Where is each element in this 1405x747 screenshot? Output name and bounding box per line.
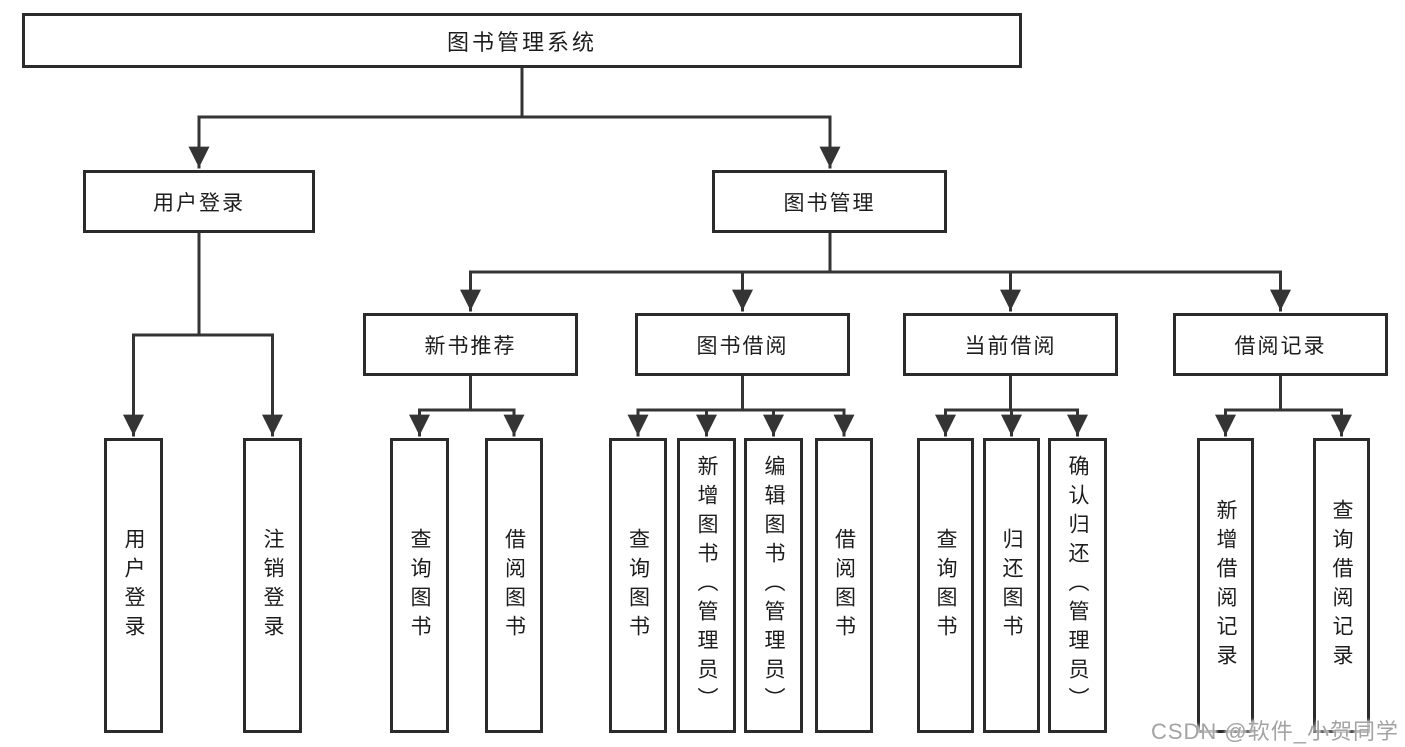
leaf-borrow-books: 借阅图书 [815,438,873,733]
node-current-borrowing: 当前借阅 [903,313,1118,376]
leaf-query-books-current: 查询图书 [917,438,974,733]
leaf-confirm-return-admin-label: 确认归还（管理员） [1066,455,1090,716]
leaf-query-books-recommend: 查询图书 [390,438,449,733]
leaf-borrow-books-recommend-label: 借阅图书 [502,527,526,644]
leaf-add-borrow-record: 新增借阅记录 [1197,438,1254,733]
leaf-return-books-label: 归还图书 [1000,527,1024,644]
node-book-borrowing: 图书借阅 [635,313,850,376]
leaf-return-books: 归还图书 [983,438,1040,733]
leaf-query-books-borrow: 查询图书 [609,438,667,733]
csdn-watermark: CSDN @软件_小贺同学 [1150,719,1399,744]
node-book-management-label: 图书管理 [783,191,876,215]
node-borrowing-records-label: 借阅记录 [1234,334,1327,358]
leaf-add-borrow-record-label: 新增借阅记录 [1214,498,1238,673]
leaf-query-books-recommend-label: 查询图书 [408,527,432,644]
leaf-add-books-admin-label: 新增图书（管理员） [695,455,719,716]
node-library-system-label: 图书管理系统 [446,29,597,55]
node-user-login: 用户登录 [83,170,315,233]
leaf-borrow-books-recommend: 借阅图书 [485,438,543,733]
leaf-borrow-books-label: 借阅图书 [832,527,856,644]
leaf-query-borrow-record: 查询借阅记录 [1313,438,1370,733]
leaf-user-login-label: 用户登录 [122,527,146,644]
node-borrowing-records: 借阅记录 [1173,313,1388,376]
node-new-book-recommendation-label: 新书推荐 [424,334,517,358]
leaf-query-books-current-label: 查询图书 [934,527,958,644]
leaf-logout: 注销登录 [243,438,302,733]
leaf-edit-books-admin-label: 编辑图书（管理员） [762,455,786,716]
leaf-confirm-return-admin: 确认归还（管理员） [1048,438,1107,733]
node-book-management: 图书管理 [712,170,947,233]
node-current-borrowing-label: 当前借阅 [964,334,1057,358]
node-user-login-label: 用户登录 [153,191,245,215]
leaf-logout-label: 注销登录 [261,527,285,644]
node-library-system: 图书管理系统 [22,13,1022,68]
leaf-user-login: 用户登录 [104,438,163,733]
leaf-query-books-borrow-label: 查询图书 [626,527,650,644]
node-book-borrowing-label: 图书借阅 [696,334,789,358]
node-new-book-recommendation: 新书推荐 [363,313,578,376]
leaf-add-books-admin: 新增图书（管理员） [677,438,736,733]
leaf-edit-books-admin: 编辑图书（管理员） [744,438,803,733]
leaf-query-borrow-record-label: 查询借阅记录 [1330,498,1354,673]
